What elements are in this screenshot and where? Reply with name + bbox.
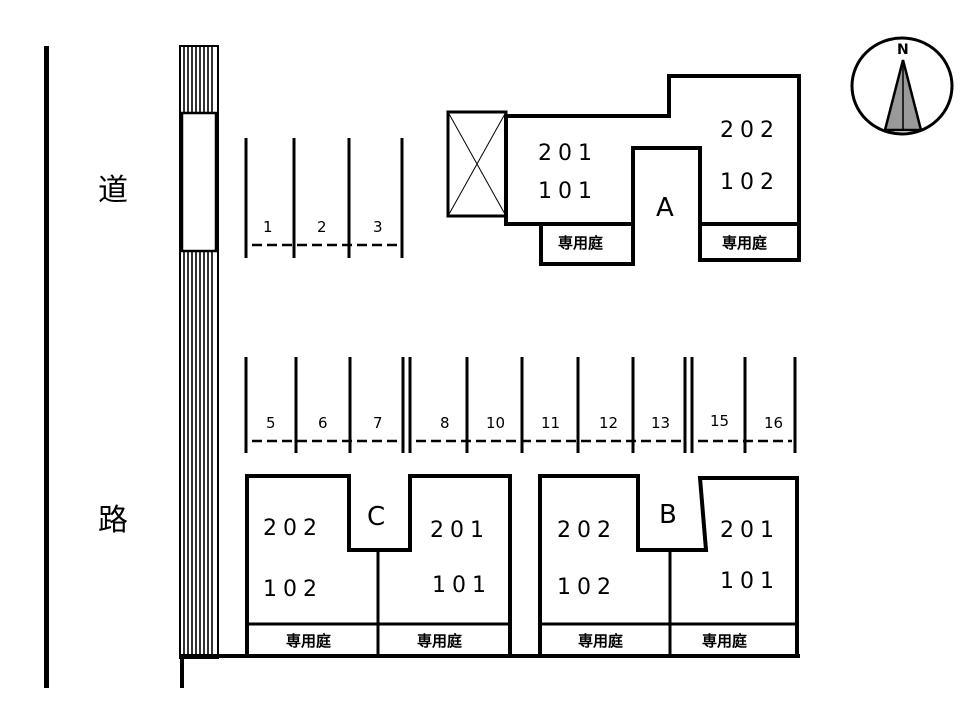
garden-b-right: 専用庭 bbox=[702, 632, 748, 650]
unit-c-102: 102 bbox=[263, 577, 323, 602]
garden-a-left: 専用庭 bbox=[558, 234, 604, 252]
unit-a-201: 201 bbox=[538, 141, 598, 166]
parking-top-row: 1 2 3 bbox=[244, 138, 404, 258]
building-b-label: B bbox=[659, 500, 677, 530]
fence-strip bbox=[179, 45, 219, 659]
unit-c-201: 201 bbox=[430, 518, 490, 543]
garden-c-left: 専用庭 bbox=[286, 632, 332, 650]
building-c: 202 102 201 101 C 専用庭 専用庭 bbox=[245, 474, 512, 658]
entrance-gap bbox=[180, 111, 218, 253]
compass-north-label: N bbox=[897, 42, 909, 58]
parking-bottom-row: 5 6 7 8 10 11 12 13 15 16 bbox=[244, 357, 797, 453]
building-c-label: C bbox=[367, 502, 385, 532]
road-char-top: 道 bbox=[98, 173, 128, 208]
building-b: 202 102 201 101 B 専用庭 専用庭 bbox=[538, 474, 799, 658]
parking-slot-6: 6 bbox=[318, 414, 328, 432]
unit-a-202: 202 bbox=[720, 118, 780, 143]
unit-a-102: 102 bbox=[720, 170, 780, 195]
road-edge-line bbox=[44, 46, 49, 688]
building-a: 201 101 202 102 A 専用庭 専用庭 bbox=[446, 74, 801, 266]
unit-b-202: 202 bbox=[557, 518, 617, 543]
building-a-label: A bbox=[656, 193, 674, 223]
parking-slot-5: 5 bbox=[266, 414, 276, 432]
parking-slot-11: 11 bbox=[541, 414, 560, 432]
unit-b-101: 101 bbox=[720, 569, 780, 594]
road-char-bottom: 路 bbox=[98, 503, 128, 538]
parking-slot-16: 16 bbox=[764, 414, 783, 432]
parking-slot-12: 12 bbox=[599, 414, 618, 432]
parking-slot-13: 13 bbox=[651, 414, 670, 432]
garden-b-left: 専用庭 bbox=[578, 632, 624, 650]
parking-slot-7: 7 bbox=[373, 414, 383, 432]
parking-slot-15: 15 bbox=[710, 412, 729, 430]
parking-slot-1: 1 bbox=[263, 218, 273, 236]
parking-slot-2: 2 bbox=[317, 218, 327, 236]
compass-icon: N bbox=[850, 36, 954, 136]
unit-a-101: 101 bbox=[538, 179, 598, 204]
unit-b-201: 201 bbox=[720, 518, 780, 543]
parking-slot-8: 8 bbox=[440, 414, 450, 432]
unit-c-101: 101 bbox=[432, 573, 492, 598]
parking-slot-10: 10 bbox=[486, 414, 505, 432]
garden-a-right: 専用庭 bbox=[722, 234, 768, 252]
site-boundary bbox=[180, 654, 800, 688]
unit-c-202: 202 bbox=[263, 516, 323, 541]
parking-slot-3: 3 bbox=[373, 218, 383, 236]
unit-b-102: 102 bbox=[557, 575, 617, 600]
garden-c-right: 専用庭 bbox=[417, 632, 463, 650]
